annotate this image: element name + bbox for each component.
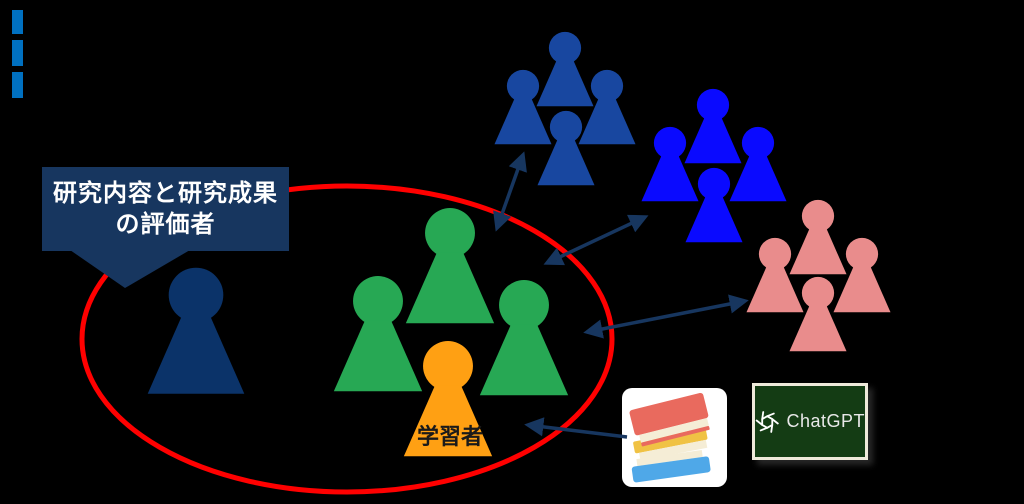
person-body bbox=[405, 252, 495, 324]
callout-line1: 研究内容と研究成果 bbox=[53, 179, 278, 207]
person-body bbox=[641, 155, 699, 202]
person-icon bbox=[685, 167, 743, 243]
pink-community-group bbox=[746, 199, 891, 352]
person-head bbox=[845, 237, 879, 271]
person-icon bbox=[789, 276, 847, 352]
person-icon bbox=[641, 126, 699, 202]
person-body bbox=[537, 139, 595, 186]
person-icon bbox=[729, 126, 787, 202]
person-body bbox=[494, 98, 552, 145]
blue-community-group bbox=[641, 88, 787, 243]
person-body bbox=[789, 228, 847, 275]
accent-bar bbox=[12, 72, 23, 98]
person-body bbox=[833, 266, 891, 313]
accent-bar bbox=[12, 40, 23, 66]
arrow-research-to-blue-group bbox=[543, 214, 649, 266]
person-icon bbox=[537, 110, 595, 186]
person-icon bbox=[578, 69, 636, 145]
person-head bbox=[653, 126, 687, 160]
person-head bbox=[548, 31, 582, 65]
person-head bbox=[801, 199, 835, 233]
callout-tail bbox=[70, 250, 190, 288]
person-head bbox=[423, 341, 473, 391]
person-head bbox=[168, 267, 224, 323]
person-body bbox=[333, 320, 423, 392]
research-team-group bbox=[333, 208, 569, 396]
person-body bbox=[536, 60, 594, 107]
person-body bbox=[685, 196, 743, 243]
person-body bbox=[729, 155, 787, 202]
book-blue bbox=[631, 449, 711, 483]
person-body bbox=[746, 266, 804, 313]
person-head bbox=[741, 126, 775, 160]
person-icon bbox=[494, 69, 552, 145]
person-icon bbox=[789, 199, 847, 275]
person-icon bbox=[479, 280, 569, 396]
person-icon bbox=[684, 88, 742, 164]
person-head bbox=[590, 69, 624, 103]
learner-label: 学習者 bbox=[417, 424, 484, 449]
books-icon bbox=[622, 388, 727, 487]
arrow-research-to-pink-group bbox=[583, 294, 749, 339]
person-head bbox=[697, 167, 731, 201]
person-body bbox=[479, 324, 569, 396]
accent-bar bbox=[12, 10, 23, 34]
chatgpt-card: ChatGPT bbox=[752, 383, 868, 460]
callout-evaluator: 研究内容と研究成果 の評価者 bbox=[42, 167, 289, 251]
arrow-books-to-learner bbox=[524, 417, 628, 439]
person-body bbox=[147, 316, 245, 394]
person-head bbox=[549, 110, 583, 144]
chatgpt-label: ChatGPT bbox=[786, 411, 865, 431]
person-head bbox=[758, 237, 792, 271]
person-icon bbox=[833, 237, 891, 313]
book-red bbox=[629, 392, 710, 447]
person-head bbox=[353, 276, 403, 326]
person-icon bbox=[405, 208, 495, 324]
person-icon bbox=[333, 276, 423, 392]
person-head bbox=[506, 69, 540, 103]
person-body bbox=[403, 385, 493, 457]
person-body bbox=[789, 305, 847, 352]
navy-community-group bbox=[494, 31, 636, 186]
learner-person bbox=[403, 341, 493, 457]
person-body bbox=[684, 117, 742, 164]
person-icon bbox=[536, 31, 594, 107]
callout-line2: の評価者 bbox=[115, 211, 216, 238]
person-head bbox=[696, 88, 730, 122]
evaluation-scope-ellipse bbox=[79, 183, 615, 495]
person-icon bbox=[746, 237, 804, 313]
person-head bbox=[499, 280, 549, 330]
person-head bbox=[425, 208, 475, 258]
evaluator-person bbox=[147, 267, 245, 394]
person-head bbox=[801, 276, 835, 310]
person-body bbox=[578, 98, 636, 145]
arrow-research-to-navy-group bbox=[493, 151, 527, 232]
openai-logo-icon bbox=[755, 410, 779, 433]
person-icon bbox=[147, 267, 245, 394]
person-icon bbox=[403, 341, 493, 457]
